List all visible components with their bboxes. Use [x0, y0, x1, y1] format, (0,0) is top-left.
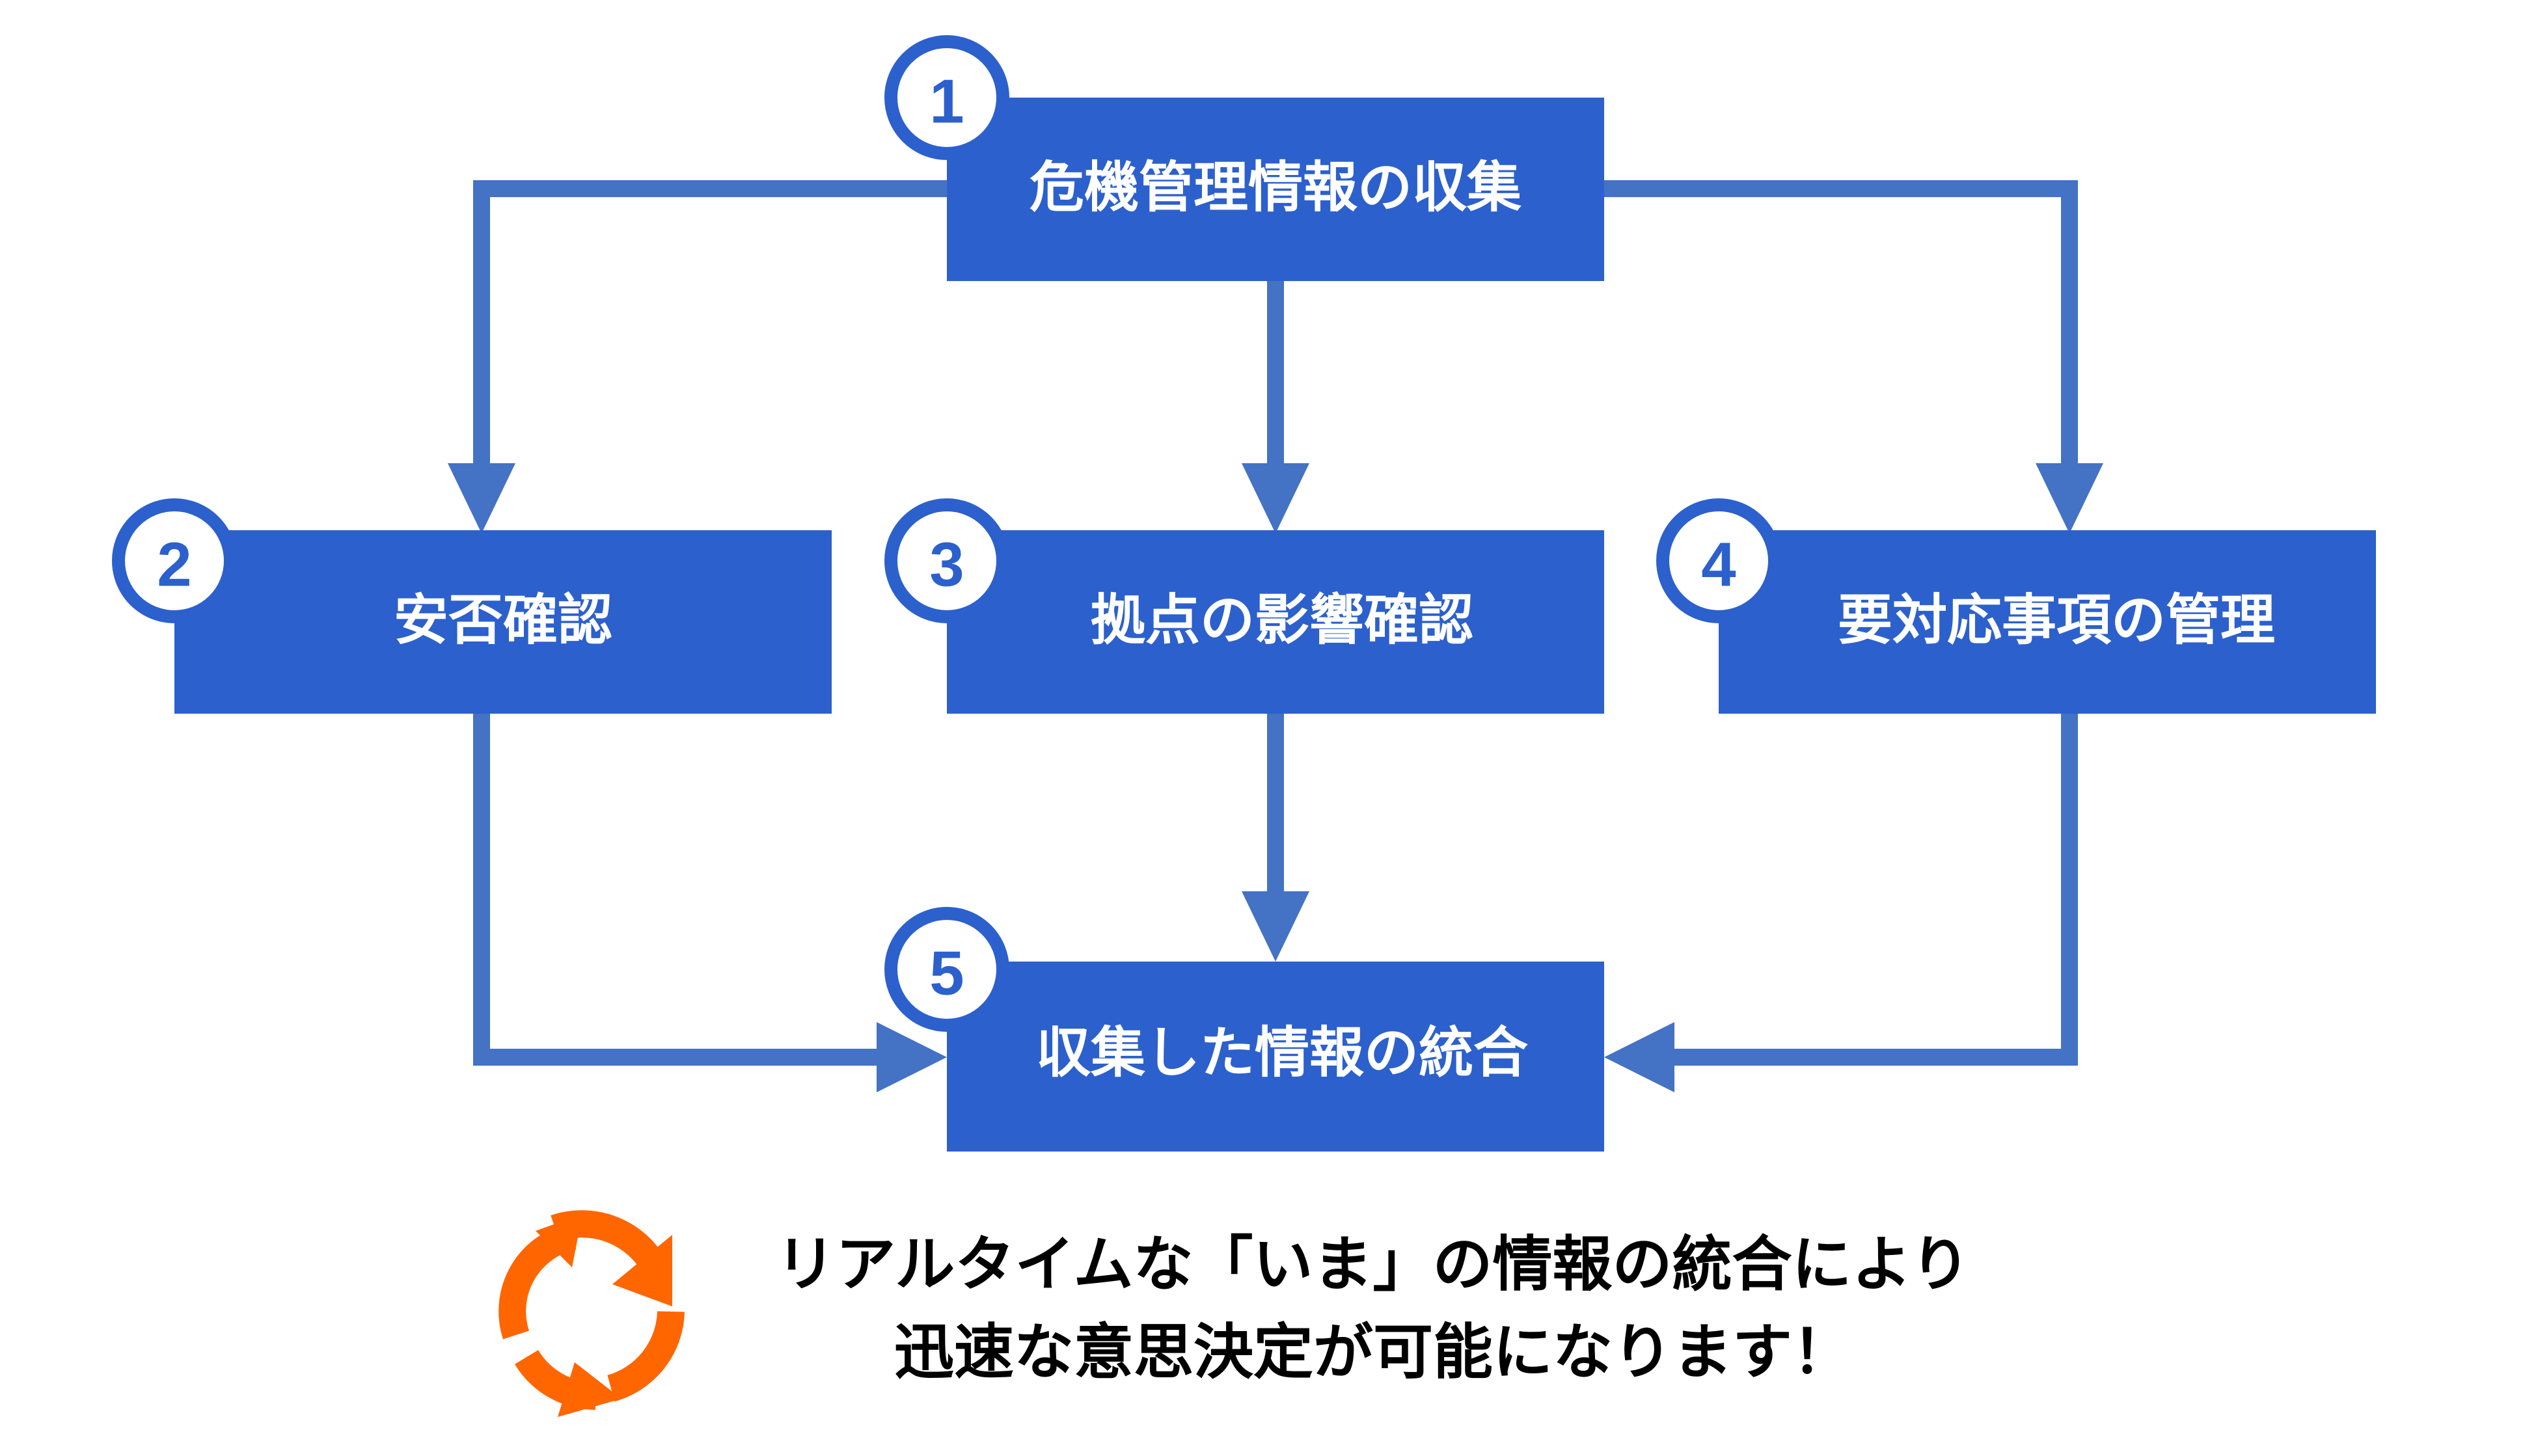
node-4[interactable]: 要対応事項の管理	[1719, 530, 2376, 714]
node-3-label: 拠点の影響確認	[1091, 589, 1473, 651]
step-badge-3-ring	[884, 498, 1009, 623]
step-badge-5-number: 5	[929, 939, 964, 1008]
node-4-label: 要対応事項の管理	[1838, 589, 2275, 651]
step-badge-3-circle	[891, 505, 1003, 617]
step-number-badges: 1 2 3 4 5	[112, 35, 1781, 1032]
step-badge-1: 1	[884, 35, 1009, 160]
step-badge-4-ring	[1656, 498, 1781, 623]
edge-node1-to-node4	[1604, 180, 2103, 533]
step-badge-2: 2	[112, 498, 237, 623]
step-badge-5: 5	[884, 907, 1009, 1032]
cycle-arrows-icon	[498, 1210, 685, 1417]
node-1-label: 危機管理情報の収集	[1030, 157, 1521, 218]
caption-line-1: リアルタイムな「いま」の情報の統合により	[776, 1232, 1970, 1298]
step-badge-1-number: 1	[929, 67, 964, 137]
edge-node1-to-node2	[448, 180, 947, 533]
edge-node3-to-node5	[1242, 714, 1309, 962]
step-badge-3-number: 3	[929, 530, 964, 600]
node-1-box[interactable]	[947, 98, 1604, 281]
node-5[interactable]: 収集した情報の統合	[947, 962, 1604, 1152]
step-badge-2-number: 2	[157, 530, 191, 600]
edge-node4-to-node5	[1604, 714, 2078, 1092]
node-3-box[interactable]	[947, 530, 1604, 714]
step-badge-4-number: 4	[1701, 530, 1736, 600]
node-2-label: 安否確認	[394, 589, 612, 651]
edge-node2-to-node5	[473, 714, 947, 1092]
node-2[interactable]: 安否確認	[174, 530, 832, 714]
step-badge-1-ring	[884, 35, 1009, 160]
node-4-box[interactable]	[1719, 530, 2376, 714]
step-badge-1-circle	[891, 42, 1003, 154]
step-badge-3: 3	[884, 498, 1009, 623]
step-badge-5-circle	[891, 913, 1003, 1025]
caption-block: リアルタイムな「いま」の情報の統合により 迅速な意思決定が可能になります！	[498, 1210, 1971, 1417]
node-3[interactable]: 拠点の影響確認	[947, 530, 1604, 714]
step-badge-4: 4	[1656, 498, 1781, 623]
node-5-label: 収集した情報の統合	[1036, 1022, 1528, 1083]
edge-node1-to-node3	[1242, 281, 1309, 533]
connectors-layer	[448, 180, 2103, 1092]
step-badge-2-ring	[112, 498, 237, 623]
nodes-layer: 危機管理情報の収集 安否確認 拠点の影響確認 要対応事項の管理 収集した情報の統…	[174, 98, 2376, 1152]
step-badge-5-ring	[884, 907, 1009, 1032]
node-1[interactable]: 危機管理情報の収集	[947, 98, 1604, 281]
step-badge-2-circle	[118, 505, 230, 617]
node-2-box[interactable]	[174, 530, 832, 714]
caption-line-2: 迅速な意思決定が可能になります！	[894, 1319, 1852, 1386]
node-5-box[interactable]	[947, 962, 1604, 1152]
step-badge-4-circle	[1663, 505, 1775, 617]
